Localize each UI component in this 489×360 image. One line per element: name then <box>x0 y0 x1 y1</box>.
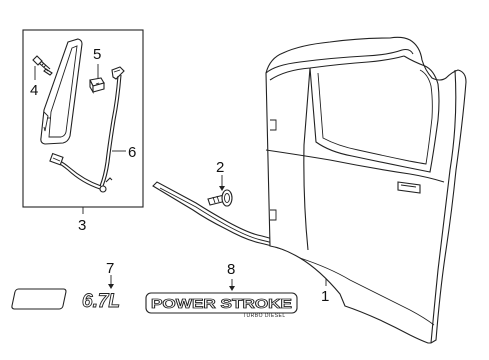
powerstroke-emblem: POWER STROKE TURBO DIESEL <box>145 292 298 319</box>
inset-frame <box>22 29 144 208</box>
screw-part <box>32 55 53 76</box>
clip-part <box>89 77 105 94</box>
turbo-diesel-text: TURBO DIESEL <box>243 313 286 319</box>
callout-3: 3 <box>78 217 86 234</box>
engine-size-emblem: 6.7L <box>11 288 120 312</box>
door-shell-part <box>265 36 467 344</box>
push-pin-part <box>207 189 233 207</box>
callout-7: 7 <box>106 260 114 277</box>
callout-4: 4 <box>30 82 38 99</box>
callout-2: 2 <box>216 159 224 176</box>
trim-applique-part <box>40 38 83 145</box>
emblem-67l-text: 6.7L <box>82 291 120 312</box>
callout-1: 1 <box>321 288 329 305</box>
wire-harness-part <box>49 66 125 193</box>
callout-6: 6 <box>128 144 136 161</box>
callout-8: 8 <box>227 261 235 278</box>
powerstroke-text: POWER STROKE <box>151 296 292 311</box>
inset-group: 4 5 6 <box>22 29 144 208</box>
callout-5: 5 <box>93 46 101 63</box>
